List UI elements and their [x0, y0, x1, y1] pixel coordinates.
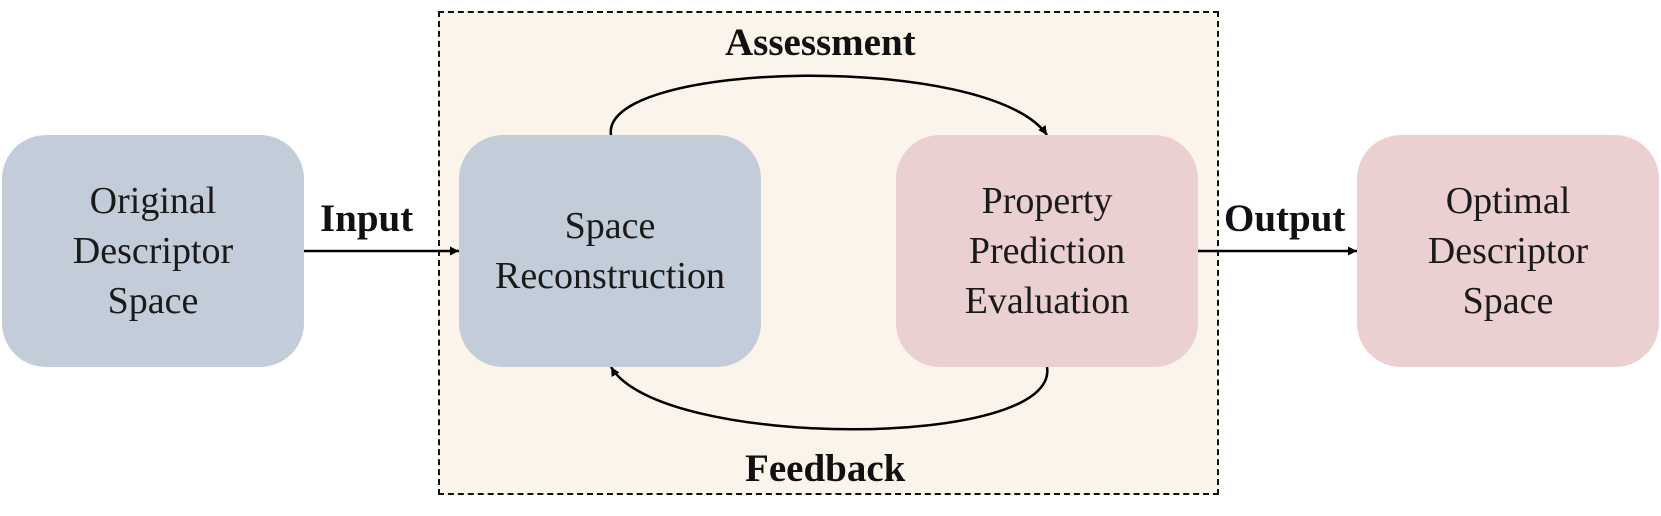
assessment-label: Assessment — [725, 21, 916, 64]
node-line: Prediction — [968, 230, 1126, 272]
space-reconstruction-box: Space Reconstruction — [459, 135, 761, 367]
output-label: Output — [1224, 197, 1346, 240]
feedback-arrow — [609, 366, 1049, 431]
node-line: Space — [564, 205, 656, 247]
node-line: Descriptor — [72, 230, 234, 272]
feedback-label: Feedback — [745, 447, 906, 490]
optimal-descriptor-space-box: Optimal Descriptor Space — [1357, 135, 1659, 367]
node-line: Optimal — [1445, 180, 1571, 222]
node-line: Evaluation — [964, 280, 1130, 322]
property-prediction-evaluation-box: Property Prediction Evaluation — [896, 135, 1198, 367]
node-line: Property — [981, 180, 1113, 222]
node-line: Descriptor — [1427, 230, 1589, 272]
node-line: Space — [1462, 280, 1554, 322]
node-line: Space — [107, 280, 199, 322]
original-descriptor-space-box: Original Descriptor Space — [2, 135, 304, 367]
assessment-arrow — [609, 74, 1049, 136]
input-label: Input — [320, 197, 414, 240]
node-line: Reconstruction — [494, 255, 726, 297]
node-line: Original — [89, 180, 217, 222]
